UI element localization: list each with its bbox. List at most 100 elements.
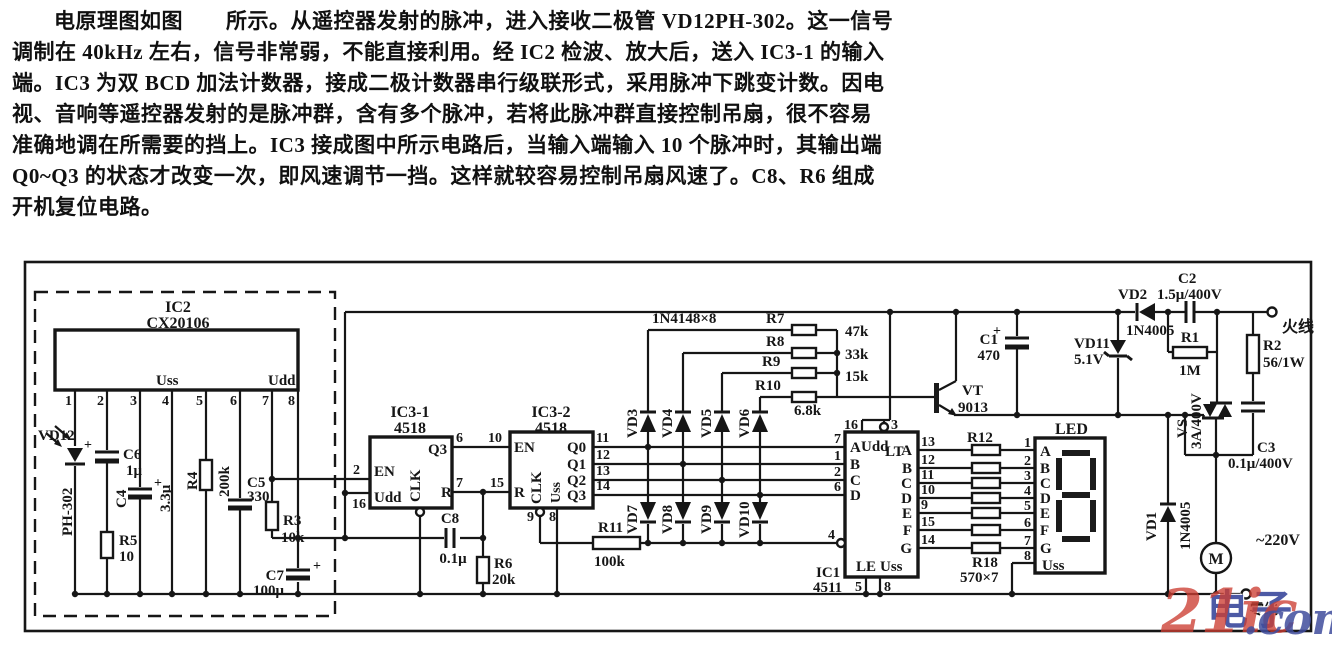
ic1-udd-label: Udd [861, 439, 889, 455]
ic3-2-en-label: EN [514, 440, 535, 456]
ic3-2-pin-q2: 13 [596, 464, 610, 479]
watermark-domain-suffix: .com [1243, 594, 1332, 645]
ic2-pin-6: 6 [230, 394, 237, 409]
vd1-part-label: 1N4005 [1178, 502, 1194, 550]
ic3-2-part-label: 4518 [535, 420, 567, 437]
ic1-in-d: D [850, 488, 861, 504]
led-seg-f: F [1040, 523, 1049, 539]
ic1-in-a: A [850, 440, 861, 456]
ic3-2-clk-bubble [534, 506, 546, 518]
c7-plus: + [313, 559, 321, 574]
vd6-diode-icon [752, 414, 768, 432]
live-wire-terminal: 火线 [1266, 306, 1314, 336]
ic3-1-clk-bubble [414, 506, 426, 518]
segment-resistors: R12 R18 570×7 [960, 430, 1002, 586]
c3-ref-label: C3 [1257, 440, 1275, 456]
c5-capacitor: C5 330 [228, 475, 270, 511]
ic1-out-d: D [901, 491, 912, 507]
paragraph-line: 准确地调在所需要的挡上。IC3 接成图中所示电路后，当输入端输入 10 个脉冲时… [12, 133, 883, 157]
schematic-frame [23, 260, 1313, 633]
vd12-part-label: PH-302 [60, 488, 76, 536]
vd11-zener: VD11 5.1V [1074, 336, 1133, 368]
ic1-pin-c: 2 [834, 465, 841, 480]
c6-ref-label: C6 [123, 447, 142, 463]
vt-ref-label: VT [962, 383, 983, 399]
led-uss-label: Uss [1042, 558, 1065, 574]
c6-val-label: 1μ [126, 463, 143, 479]
receiver-module-dashed-box [33, 290, 337, 618]
description-paragraph: 电原理图如图 所示。从遥控器发射的脉冲，进入接收二极管 VD12PH-302。这… [12, 6, 964, 223]
motor-icon [1199, 541, 1233, 575]
ic1-bi-bubble [835, 537, 847, 549]
led-pin-8: 8 [1024, 549, 1031, 564]
ic1-pin-14: 14 [921, 533, 935, 548]
ic1-out-f: F [903, 523, 912, 539]
vd2-diode: C2 VD2 1.5μ/400V 1N4005 [1118, 271, 1222, 339]
ic1-pin-5: 5 [855, 580, 862, 595]
ic3-2-q3-label: Q3 [567, 488, 586, 504]
ic1-out-e: E [902, 506, 912, 522]
ic1-pin-15: 15 [921, 515, 935, 530]
led-pin-6: 6 [1024, 516, 1031, 531]
ic1-pin-b: 1 [834, 449, 841, 464]
led-pin-3: 3 [1024, 469, 1031, 484]
r4-ref-label: R4 [185, 471, 201, 490]
ic3-1-pin-r: 7 [456, 476, 463, 491]
led-pin-5: 5 [1024, 499, 1031, 514]
r7-val-label: 47k [845, 324, 869, 340]
ic1-in-c: C [850, 473, 861, 489]
vs-triac: VS 3A/400V [1175, 393, 1232, 449]
c2-ref-label: C2 [1178, 271, 1196, 287]
c2-capacitor [1184, 301, 1196, 323]
r8-val-label: 33k [845, 347, 869, 363]
vd8-diode-icon [675, 502, 691, 520]
live-wire-label: 火线 [1282, 317, 1314, 336]
paragraph-line: Q0~Q3 的状态才改变一次，即风速调节一挡。这样就较容易控制吊扇风速了。C8、… [12, 164, 875, 188]
vd10-diode-icon [752, 502, 768, 520]
vd10-ref-label: VD10 [737, 501, 753, 538]
c3-val-label: 0.1μ/400V [1228, 456, 1293, 472]
triac-icon [1203, 404, 1217, 417]
ic3-1-pin-en: 2 [353, 463, 360, 478]
r1-ref-label: R1 [1181, 330, 1199, 346]
speed-resistor-ladder: R7 R8 R9 R10 47k 33k 15k 6.8k [755, 311, 869, 419]
ic1-pin-13: 13 [921, 435, 935, 450]
vs-ref-label: VS [1175, 419, 1191, 438]
zener-icon [1110, 340, 1126, 354]
vs-val-label: 3A/400V [1189, 393, 1205, 449]
r2-resistor: R2 56/1W [1245, 333, 1305, 375]
transistor-icon [934, 383, 939, 413]
ic1-pin-bi: 4 [828, 528, 835, 543]
fan-motor: M [1199, 541, 1233, 575]
ic2-ref-label: IC2 [165, 299, 191, 316]
junction-dots [71, 308, 1221, 598]
r4-resistor: R4 200k [185, 458, 233, 497]
led-seg-g: G [1040, 541, 1052, 557]
vd4-ref-label: VD4 [660, 408, 676, 438]
r18-val-label: 570×7 [960, 570, 999, 586]
c5-ref-label: C5 [247, 475, 265, 491]
ic3-1-pin-q3: 6 [456, 431, 463, 446]
r9-val-label: 15k [845, 369, 869, 385]
c4-val-label: 3.3μ [158, 484, 174, 512]
ic3-2-r-label: R [514, 485, 525, 501]
r3-resistor: R3 10k [264, 500, 305, 546]
ic3-1-r-label: R [441, 485, 452, 501]
ic3-2-ref-label: IC3-2 [531, 404, 570, 421]
ic2-pin-8: 8 [288, 394, 295, 409]
c1-ref-label: C1 [980, 332, 998, 348]
c4-ref-label: C4 [114, 489, 130, 508]
vd9-ref-label: VD9 [699, 505, 715, 534]
r3-ref-label: R3 [283, 513, 301, 529]
ic3-2-pin-en: 10 [488, 431, 502, 446]
ic1-pin-9: 9 [921, 498, 928, 513]
ic1-pin-3: 3 [891, 418, 898, 433]
led-seg-c: C [1040, 476, 1051, 492]
neutral-wire-label: 零线 [1249, 601, 1278, 618]
r11-val-label: 100k [594, 554, 626, 570]
ic1-lt-label: LT [885, 444, 904, 460]
ic2-cx20106: IC2 CX20106 Uss Udd 1 2 3 4 5 6 7 8 [53, 299, 300, 409]
paragraph-line: 开机复位电路。 [12, 195, 163, 219]
ic2-body [53, 328, 300, 392]
vd11-val-label: 5.1V [1074, 352, 1104, 368]
